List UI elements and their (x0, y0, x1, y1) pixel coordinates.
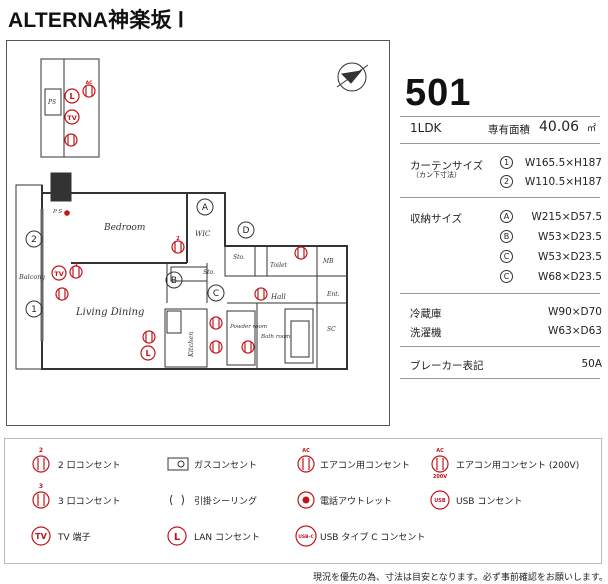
room-ent: Ent. (326, 291, 340, 298)
fridge-size: W90×D70 (548, 306, 602, 318)
legend-ceiling: 引掛シーリング (194, 497, 258, 507)
marker-curtain-2: 2 (31, 235, 37, 245)
curtain-mark-1: 1 (500, 156, 513, 169)
curtain-size-2: W110.5×H187 (524, 176, 602, 188)
legend-outlet-2: 2 口コンセント (58, 461, 121, 471)
gas-outlet-icon (167, 457, 189, 471)
tv-outlet-label-living: TV (54, 270, 63, 278)
outlet-3-label: 3 (74, 262, 78, 268)
legend-icon-tv: TV (35, 532, 47, 541)
legend-icon-usbc: USB-C (298, 534, 314, 540)
lan-outlet-label-kitchen: L (145, 349, 150, 358)
phone-outlet-icon (302, 496, 310, 504)
legend-tv: TV 端子 (58, 533, 91, 543)
lan-outlet-icon (167, 526, 187, 546)
outlet-3-icon (32, 491, 50, 509)
legend-icon-n3: 3 (39, 483, 43, 490)
storage-size-c2: W68×D23.5 (537, 271, 602, 283)
washer-label: 洗濯機 (410, 327, 442, 339)
legend-gas: ガスコンセント (194, 461, 258, 471)
room-hall: Hall (270, 293, 286, 301)
room-sto-1: Sto. (203, 269, 215, 276)
legend-ac: エアコン用コンセント (320, 461, 411, 471)
room-bedroom: Bedroom (103, 223, 145, 233)
unit-number: 501 (405, 72, 472, 114)
usb-outlet-icon (430, 490, 450, 510)
usb-c-outlet-icon (295, 525, 317, 547)
ceiling-hook-icon (170, 494, 173, 506)
room-ps-1: PS (47, 99, 56, 106)
room-sc: SC (327, 326, 336, 333)
curtain-sub: （カン下寸法） (412, 171, 461, 179)
room-sto-2: Sto. (233, 254, 245, 261)
legend-ac-200v: エアコン用コンセント (200V) (456, 461, 580, 471)
ac-200v-icon (431, 455, 449, 473)
marker-c: C (213, 289, 219, 299)
room-powder: Powder room (229, 324, 267, 330)
storage-size-c: W53×D23.5 (537, 251, 602, 263)
curtain-label: カーテンサイズ (410, 160, 484, 172)
storage-size-b: W53×D23.5 (537, 231, 602, 243)
outlet-2-icon (32, 455, 50, 473)
storage-size-a: W215×D57.5 (531, 211, 602, 223)
legend-icon-n2: 2 (39, 447, 43, 454)
building-title: ALTERNA神楽坂 Ⅰ (8, 9, 185, 32)
room-balcony: Balcony (18, 273, 45, 281)
outlet-2-label: 2 (176, 236, 180, 242)
washer-size: W63×D63 (548, 325, 602, 337)
tv-outlet-label: TV (67, 114, 76, 122)
curtain-mark-2: 2 (500, 175, 513, 188)
storage-mark-c2: C (500, 270, 513, 283)
marker-curtain-1: 1 (31, 305, 37, 315)
disclaimer-note: 現況を優先の為、寸法は目安となります。必ず事前確認をお願いします。 (313, 573, 608, 583)
room-kitchen: Kitchen (187, 332, 195, 358)
room-mb: MB (322, 258, 334, 265)
curtain-size-1: W165.5×H187 (524, 157, 602, 169)
floor-plan: L TV TV L AC 3 2 A B C D 2 1 Bedroom (6, 40, 390, 426)
room-wic: WIC (195, 230, 211, 238)
legend-icons: 2 3 TV AC AC 200V L USB USB-C (31, 447, 450, 547)
storage-label: 収納サイズ (410, 213, 463, 225)
unit-layout: 1LDK (410, 121, 442, 135)
legend-icon-usb: USB (434, 498, 446, 504)
ac-outlet-icon (297, 455, 315, 473)
room-toilet: Toilet (270, 262, 288, 269)
storage-mark-c: C (500, 250, 513, 263)
legend-lan: LAN コンセント (194, 533, 260, 543)
marker-d: D (243, 226, 250, 236)
room-ps-2: P S (52, 209, 62, 215)
floor-plan-drawing: L TV TV L AC 3 2 A B C D 2 1 Bedroom (15, 58, 369, 370)
area-unit: ㎡ (587, 124, 597, 134)
breaker-label: ブレーカー表記 (410, 360, 484, 372)
storage-mark-a: A (500, 210, 513, 223)
legend-usb-c: USB タイプ C コンセント (320, 533, 426, 543)
storage-mark-b: B (500, 230, 513, 243)
legend-usb: USB コンセント (456, 497, 523, 507)
area-value: 40.06 (539, 119, 580, 135)
room-bath: Bath room (260, 334, 290, 340)
legend-phone: 電話アウトレット (320, 497, 393, 507)
marker-a: A (202, 203, 209, 213)
tv-terminal-icon (31, 526, 51, 546)
ac-outlet-label: AC (86, 80, 93, 86)
breaker-value: 50A (581, 358, 602, 370)
legend-icon-200v: 200V (433, 474, 447, 480)
marker-b: B (171, 276, 177, 286)
area-label: 専有面積 (488, 124, 530, 136)
legend-outlet-3: 3 口コンセント (58, 497, 121, 507)
upper-room-outline (40, 58, 100, 158)
phone-outlet-ring (297, 491, 315, 509)
room-living-dining: Living Dining (75, 307, 144, 318)
legend (4, 438, 602, 564)
legend-icon-ac-2: AC (436, 448, 444, 454)
fridge-label: 冷蔵庫 (410, 308, 442, 320)
legend-icon-l: L (174, 532, 181, 543)
legend-icon-ac: AC (302, 448, 310, 454)
lan-outlet-label: L (69, 92, 74, 101)
